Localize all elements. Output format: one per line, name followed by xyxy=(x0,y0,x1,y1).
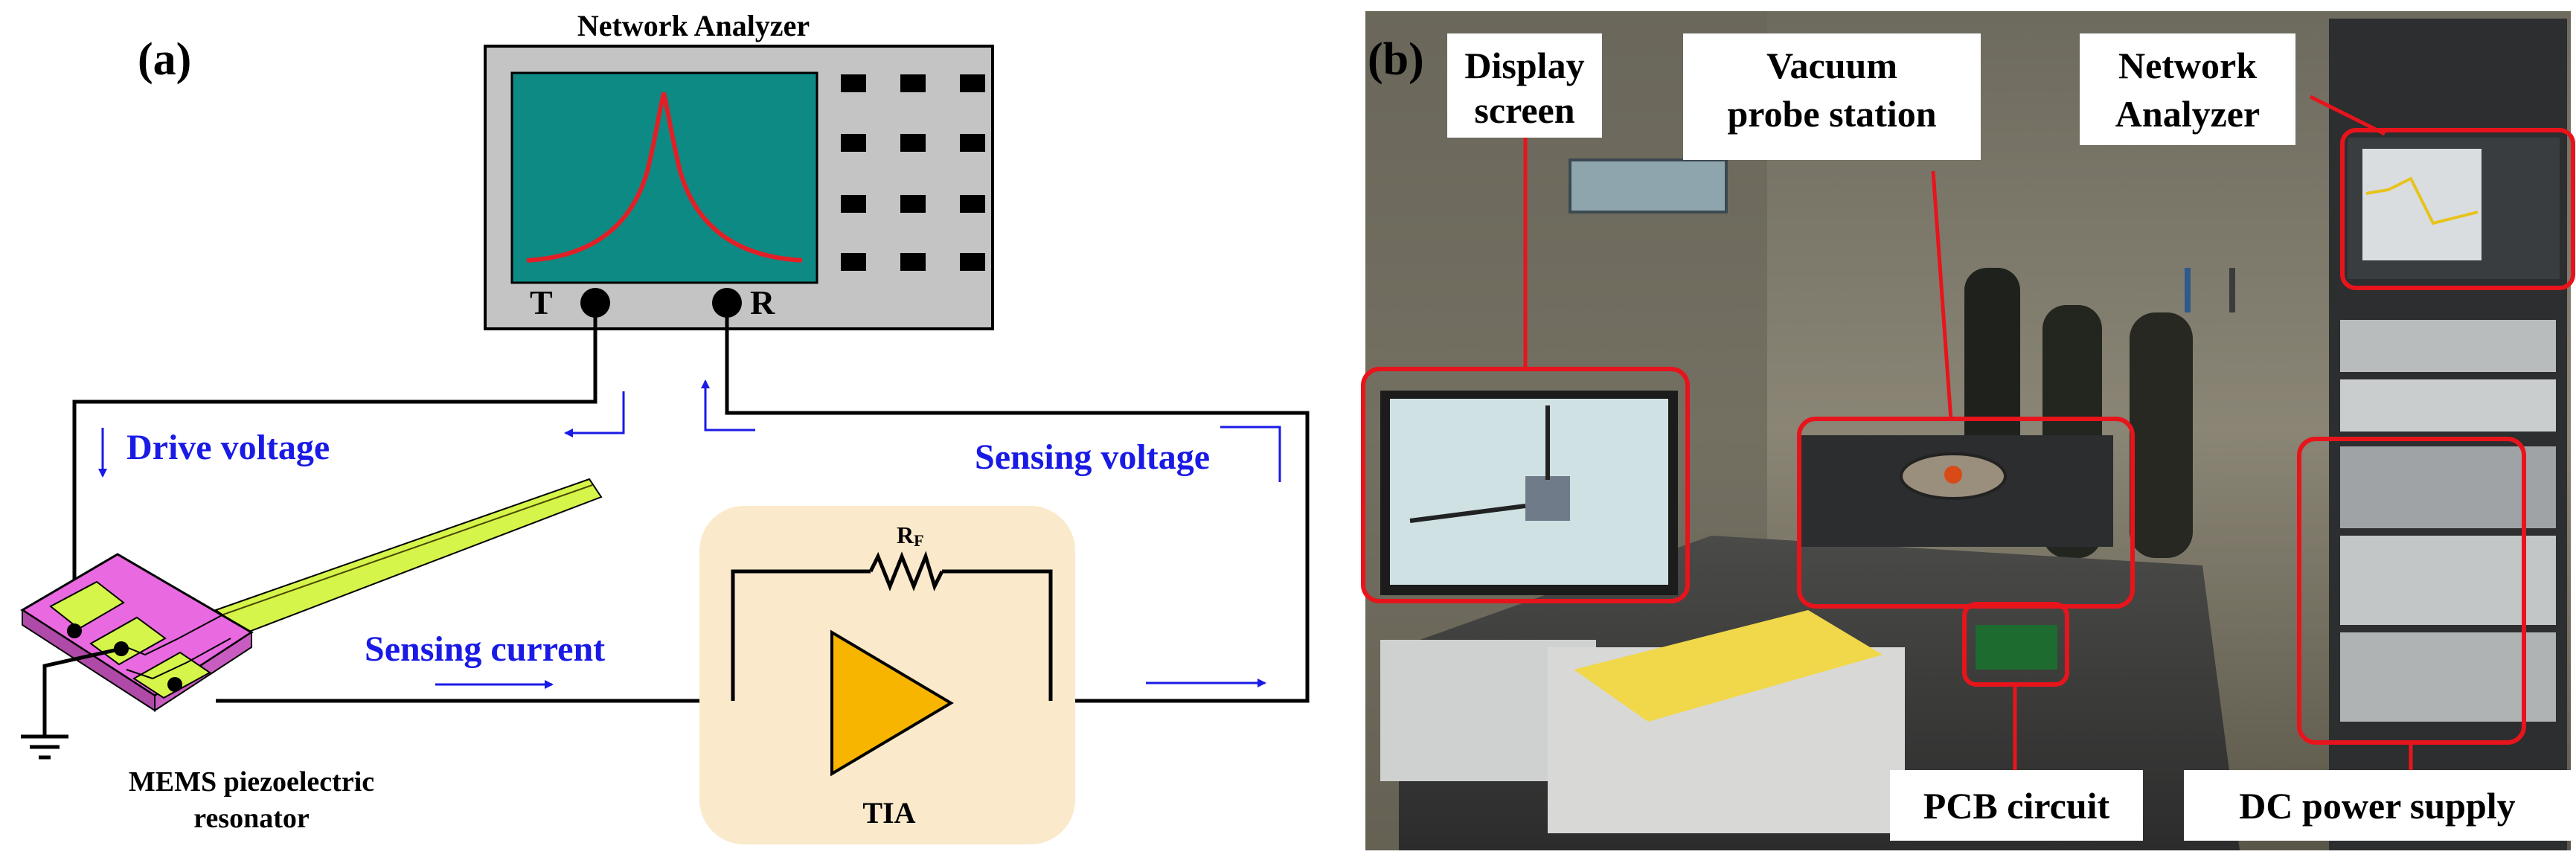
ground-symbol xyxy=(21,647,122,760)
highlight-probe-station xyxy=(1797,417,2135,609)
drive-wire xyxy=(72,303,597,631)
drive-voltage-label: Drive voltage xyxy=(126,428,330,467)
sense-return-wire xyxy=(725,303,1310,703)
resonator-label-line2: resonator xyxy=(193,803,310,834)
probe-station xyxy=(1801,435,2113,547)
sense-direction-arrows xyxy=(435,379,1281,689)
rack-analyzer-screen xyxy=(2362,149,2482,260)
pcb-board xyxy=(1976,625,2057,670)
network-analyzer-label-line1: Network xyxy=(2118,45,2257,86)
rack-instrument-5 xyxy=(2340,632,2556,722)
monitor-probe-image xyxy=(1525,476,1570,521)
mems-resonator xyxy=(20,478,603,712)
sensing-current-label: Sensing current xyxy=(365,629,605,669)
display-screen-label-line2: screen xyxy=(1474,89,1574,131)
feedback-resistor xyxy=(868,551,944,591)
tia-label: TIA xyxy=(862,796,915,830)
amplifier-triangle xyxy=(830,629,954,777)
display-screen-label-line1: Display xyxy=(1464,45,1584,86)
label-network-analyzer: Network Analyzer xyxy=(2080,33,2295,145)
rack-instrument-2 xyxy=(2340,379,2556,432)
dc-power-supply-label: DC power supply xyxy=(2239,785,2515,827)
highlight-network-analyzer xyxy=(2340,128,2575,290)
rack-instrument-4 xyxy=(2340,536,2556,625)
panel-a: (a) Network Analyzer T R D xyxy=(20,9,1310,844)
leader-lines xyxy=(1523,94,2413,772)
rack-instrument-1 xyxy=(2340,320,2556,372)
vacuum-label-line2: probe station xyxy=(1727,93,1936,135)
tia-feedback-loop-right xyxy=(942,569,1053,701)
label-dc-power-supply: DC power supply xyxy=(2184,770,2571,841)
port-r-label: R xyxy=(750,283,775,321)
rack-analyzer-trace xyxy=(2365,176,2479,225)
label-vacuum-probe-station: Vacuum probe station xyxy=(1683,33,1981,160)
pcb-circuit-label: PCB circuit xyxy=(1923,785,2110,827)
port-t-label: T xyxy=(530,283,553,321)
vacuum-label-line1: Vacuum xyxy=(1766,45,1897,86)
resonator-label-line1: MEMS piezoelectric xyxy=(129,766,374,798)
panel-b-tag: (b) xyxy=(1368,34,1424,85)
rf-label: RF xyxy=(897,522,924,550)
sensing-voltage-label: Sensing voltage xyxy=(975,437,1210,477)
tia-feedback-loop xyxy=(731,569,871,701)
network-analyzer-title: Network Analyzer xyxy=(577,9,810,42)
label-pcb-circuit: PCB circuit xyxy=(1890,770,2143,841)
network-analyzer-label-line2: Analyzer xyxy=(2115,93,2260,135)
analyzer-screen xyxy=(510,71,818,284)
analyzer-button-grid xyxy=(841,74,985,271)
panel-a-tag: (a) xyxy=(138,34,191,85)
drive-direction-arrows xyxy=(98,391,625,478)
resonance-curve xyxy=(526,92,803,263)
wall-sign xyxy=(1569,158,1728,214)
label-display-screen: Display screen xyxy=(1447,33,1602,138)
rack-instrument-3 xyxy=(2340,446,2556,528)
panel-b-photo: (b) Display screen Vacuum probe station … xyxy=(1361,11,2575,850)
bench-yellow-lid xyxy=(1574,610,1883,722)
